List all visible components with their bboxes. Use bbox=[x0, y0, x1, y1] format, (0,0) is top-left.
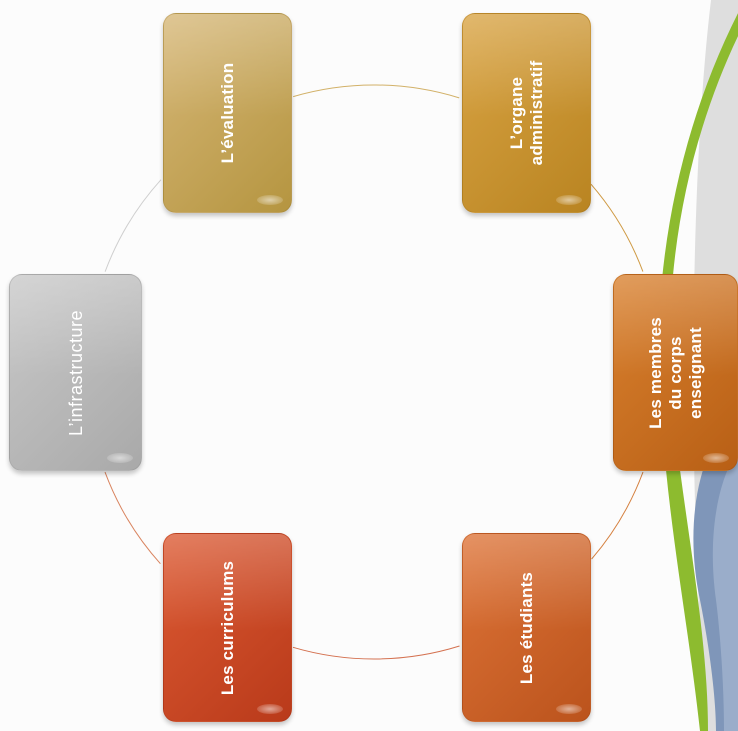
node-membres-corps-enseignant: Les membres du corps enseignant bbox=[613, 274, 738, 471]
node-curriculums: Les curriculums bbox=[163, 533, 292, 722]
node-etudiants-label: Les étudiants bbox=[516, 571, 536, 684]
connector-etudiants-to-curriculums bbox=[292, 645, 460, 660]
node-evaluation-label: L’évaluation bbox=[217, 62, 237, 164]
connector-membres-to-etudiants bbox=[591, 471, 644, 560]
node-curriculums-label: Les curriculums bbox=[217, 560, 237, 695]
connector-infrastructure-to-evaluation bbox=[104, 179, 162, 272]
blue-swoosh-highlight bbox=[712, 450, 738, 731]
connector-curriculums-to-infrastructure bbox=[104, 471, 161, 565]
node-infrastructure-label: L’infrastructure bbox=[65, 309, 86, 436]
connector-evaluation-to-organe bbox=[293, 84, 460, 99]
node-organe-administratif-label: L’organe administratif bbox=[506, 60, 546, 166]
connector-organe-to-membres bbox=[590, 183, 644, 272]
node-membres-corps-enseignant-label: Les membres du corps enseignant bbox=[645, 316, 705, 429]
node-organe-administratif: L’organe administratif bbox=[462, 13, 591, 213]
node-infrastructure: L’infrastructure bbox=[9, 274, 142, 471]
node-evaluation: L’évaluation bbox=[163, 13, 292, 213]
node-etudiants: Les étudiants bbox=[462, 533, 591, 722]
